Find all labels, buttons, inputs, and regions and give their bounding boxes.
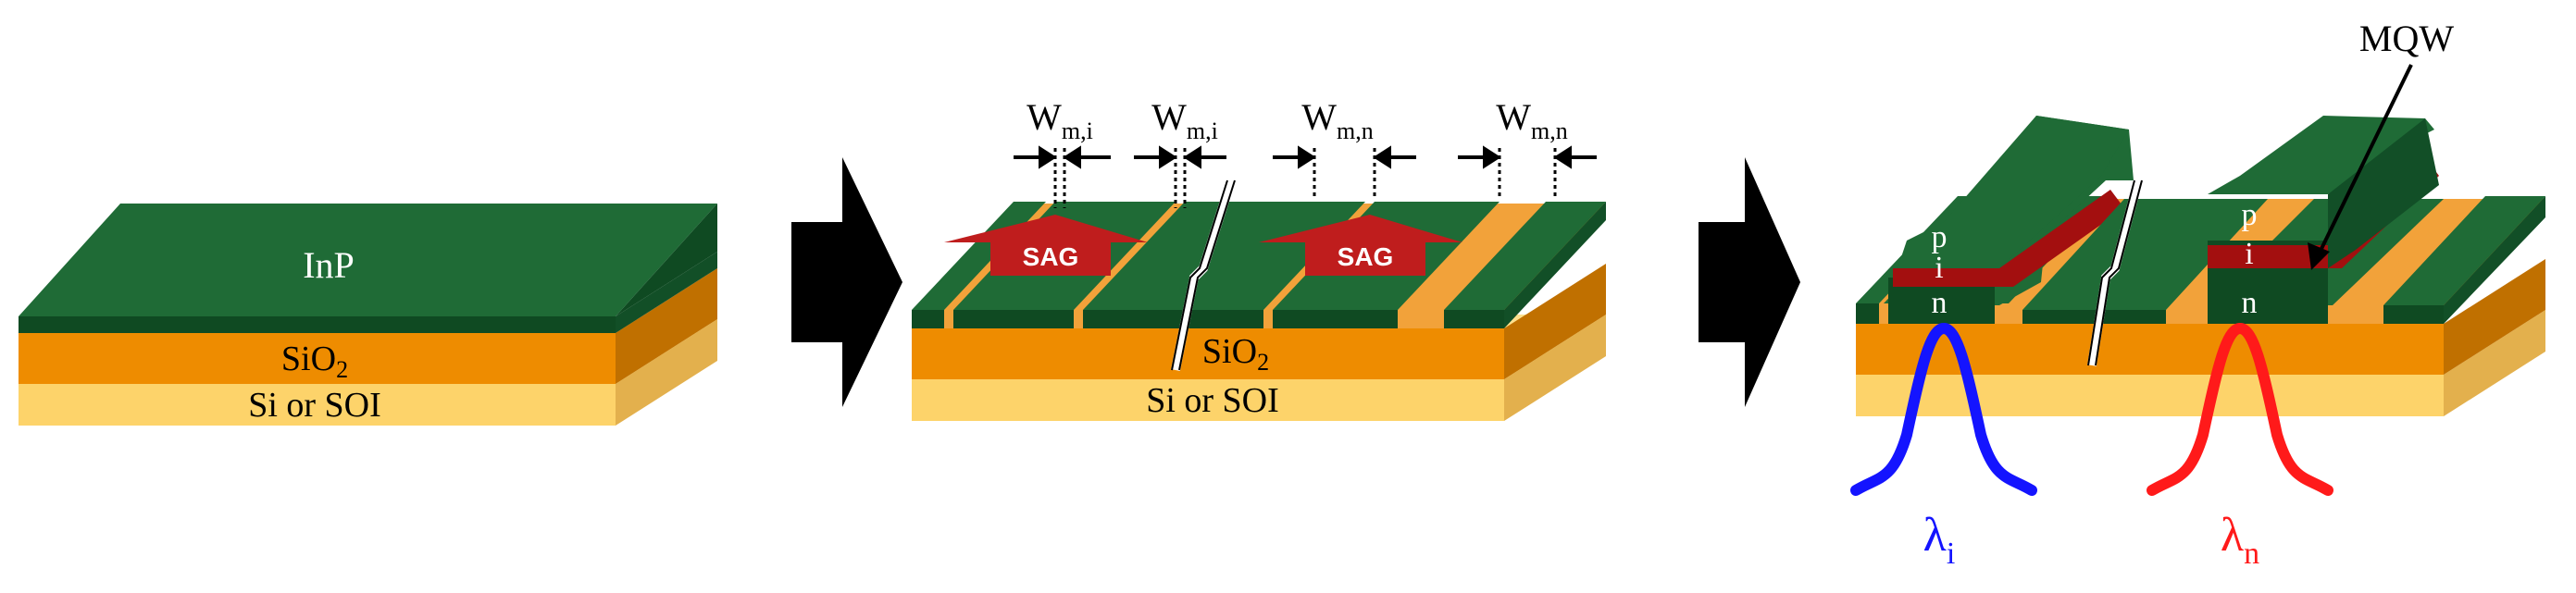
pin-label-i: i <box>1935 251 1943 285</box>
sio2-label: SiO2 <box>281 340 348 383</box>
pin-label-n: n <box>1932 286 1948 320</box>
lambda-i-label: λi <box>1923 509 1956 571</box>
inp-stripe-front <box>1856 303 1879 324</box>
si-layer-front <box>912 379 1504 421</box>
mesa-face <box>1888 278 1995 324</box>
si-layer-front <box>19 384 616 426</box>
si-label: Si or SOI <box>1146 381 1279 420</box>
mqw-layer <box>1893 190 2124 287</box>
si-layer-front <box>1856 375 2444 416</box>
mask-width-markers: Wm,i Wm,i Wm,n Wm,n <box>1014 96 1597 208</box>
mesa-cap <box>1898 116 2129 268</box>
mqw-pointer <box>2317 64 2413 255</box>
sio2-layer-front <box>912 328 1504 379</box>
inp-layer-side <box>616 252 717 333</box>
sag-arrow-icon <box>1259 215 1462 276</box>
w-label: Wm,n <box>1496 96 1568 144</box>
pin-label-p: p <box>2242 198 2258 232</box>
sag-label: SAG <box>1023 242 1079 271</box>
w-label: Wm,i <box>1151 96 1218 144</box>
si-label: Si or SOI <box>248 386 381 425</box>
inp-label: InP <box>303 244 355 286</box>
inp-stripe-3 <box>1083 202 1365 310</box>
pin-label-i: i <box>2245 237 2253 271</box>
panel-1-wafer-stack: InP SiO2 Si or SOI <box>19 204 717 426</box>
break-mark-icon <box>1171 179 1236 371</box>
inp-layer-right-edge <box>616 204 717 316</box>
sag-arrow-2: SAG <box>1259 215 1462 276</box>
process-arrow-icon <box>791 157 902 407</box>
spectrum-lambda-i <box>1850 322 2037 496</box>
mesa-side <box>2328 118 2439 268</box>
inp-stripe-5-side <box>1504 202 1606 328</box>
break-mark-icon-outline <box>1171 179 1236 371</box>
inp-layer-top <box>19 204 717 316</box>
inp-stripe-front <box>2383 305 2444 324</box>
pin-label-p: p <box>1932 220 1948 254</box>
panel-2-sag-masking: SAG SAG Wm,i Wm,i Wm,n Wm,n <box>912 96 1606 421</box>
waveguide-mesa-i <box>1884 116 2134 324</box>
inp-stripe <box>2022 199 2268 310</box>
si-layer-side <box>2444 310 2545 416</box>
si-layer-side <box>1504 315 1606 421</box>
pin-label-n: n <box>2242 286 2258 320</box>
mqw-label: MQW <box>2359 18 2454 59</box>
lambda-n-label: λn <box>2221 509 2259 571</box>
inp-stripe-3-front <box>1083 310 1263 328</box>
mqw-pointer-head-icon <box>2308 242 2330 270</box>
inp-stripe-side <box>2444 196 2545 324</box>
inp-stripe-5 <box>1444 202 1606 310</box>
sio2-label: SiO2 <box>1202 332 1269 376</box>
panel-3-grown-waveguides: p i n p i n MQW λi λn <box>1850 18 2545 571</box>
sag-arrow-1: SAG <box>944 215 1148 276</box>
sio2-layer-front <box>19 333 616 384</box>
w-label: Wm,i <box>1027 96 1093 144</box>
sio2-layer-side <box>616 268 717 384</box>
inp-stripe <box>2383 196 2545 305</box>
si-layer-side <box>616 319 717 426</box>
w-label: Wm,n <box>1301 96 1374 144</box>
break-mark-icon <box>2087 179 2143 366</box>
sio2-layer-side <box>1504 264 1606 379</box>
break-mark-icon-outline <box>2087 179 2143 366</box>
inp-stripe-front <box>2022 310 2166 324</box>
inp-stripe-1-front <box>912 310 944 328</box>
sio2-layer-side <box>2444 259 2545 375</box>
inp-stripe-4-front <box>1273 310 1398 328</box>
spectrum-lambda-n <box>2147 322 2333 496</box>
sag-label: SAG <box>1338 242 1394 271</box>
inp-stripe-5-front <box>1444 310 1504 328</box>
sag-arrow-icon <box>944 215 1148 276</box>
process-arrow-icon <box>1699 157 1800 407</box>
inp-layer-front <box>19 316 616 333</box>
inp-stripe-2-front <box>953 310 1074 328</box>
